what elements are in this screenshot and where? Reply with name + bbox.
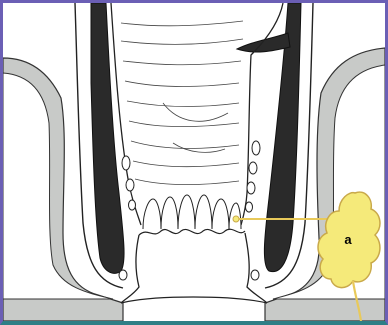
crypt-marker xyxy=(233,216,239,222)
anatomy-diagram: a xyxy=(3,3,385,321)
abscess-label: a xyxy=(344,232,352,247)
anal-columns xyxy=(143,195,241,229)
anal-verge xyxy=(121,297,267,303)
mucosal-folds xyxy=(121,21,243,185)
dentate-line xyxy=(139,229,245,235)
left-sphincter-muscle xyxy=(91,3,124,273)
anal-canal-right xyxy=(245,233,267,303)
right-upper-muscle-tip xyxy=(237,33,290,52)
